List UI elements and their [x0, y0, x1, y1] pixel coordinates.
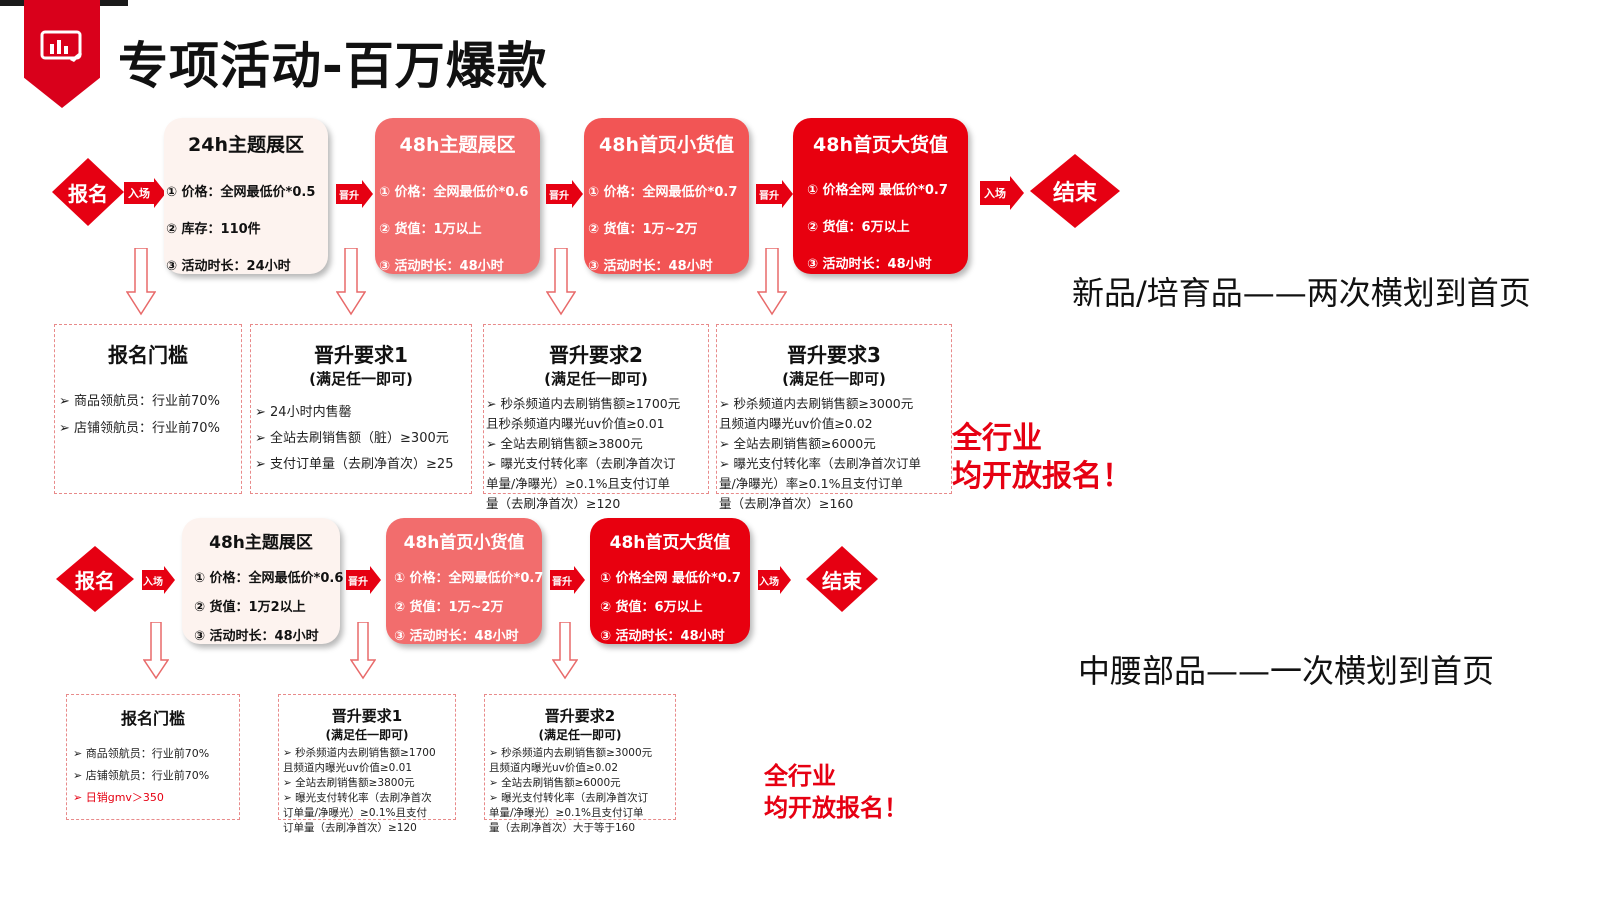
logo-flag [24, 0, 100, 108]
requirement-box: 晋升要求3 (满足任一即可) ➢ 秒杀频道内去刷销售额≥3000元 且频道内曝光… [716, 324, 952, 511]
down-arrow-icon [546, 248, 576, 316]
down-arrow-icon [552, 622, 578, 680]
arrow-promote: 晋升 [346, 566, 381, 594]
down-arrow-icon [143, 622, 169, 680]
requirement-box: 晋升要求1 (满足任一即可) ➢ 秒杀频道内去刷销售额≥1700 且频道内曝光u… [278, 694, 456, 834]
arrow-promote: 晋升 [756, 180, 793, 208]
requirement-box: 晋升要求2 (满足任一即可) ➢ 秒杀频道内去刷销售额≥3000元 且频道内曝光… [484, 694, 676, 834]
stage-card: 48h主题展区 ① 价格：全网最低价*0.6 ② 货值：1万以上 ③ 活动时长：… [375, 118, 540, 274]
stage-card: 48h首页小货值 ① 价格：全网最低价*0.7 ② 货值：1万~2万 ③ 活动时… [386, 518, 543, 644]
stage-card: 48h首页小货值 ① 价格：全网最低价*0.7 ② 货值：1万~2万 ③ 活动时… [584, 118, 749, 274]
requirement-box: 报名门槛 ➢ 商品领航员：行业前70% ➢ 店铺领航员：行业前70% ➢ 日销g… [66, 694, 240, 820]
presentation-chart-icon [40, 30, 82, 62]
arrow-promote: 晋升 [546, 180, 583, 208]
requirement-box: 晋升要求2 (满足任一即可) ➢ 秒杀频道内去刷销售额≥1700元 且秒杀频道内… [483, 324, 709, 511]
start-diamond: 报名 [56, 546, 134, 612]
end-diamond: 结束 [1030, 154, 1120, 228]
start-diamond: 报名 [52, 158, 124, 226]
arrow-enter: 入场 [980, 176, 1024, 210]
down-arrow-icon [757, 248, 787, 316]
arrow-enter: 入场 [142, 566, 175, 594]
stage-card: 48h首页大货值 ① 价格全网 最低价*0.7 ② 货值：6万以上 ③ 活动时长… [590, 518, 750, 644]
category-label: 新品/培育品——两次横划到首页 [1072, 274, 1531, 312]
category-label: 中腰部品——一次横划到首页 [1078, 652, 1495, 690]
arrow-enter: 入场 [124, 178, 166, 208]
stage-card: 48h主题展区 ① 价格：全网最低价*0.6 ② 货值：1万2以上 ③ 活动时长… [182, 518, 343, 644]
arrow-promote: 晋升 [336, 180, 373, 208]
requirement-box: 晋升要求1 (满足任一即可) ➢ 24小时内售罄 ➢ 全站去刷销售额（脏）≥30… [250, 324, 472, 494]
open-registration-callout: 全行业 均开放报名！ [764, 762, 908, 822]
arrow-enter: 入场 [758, 566, 791, 594]
arrow-promote: 晋升 [550, 566, 585, 594]
down-arrow-icon [126, 248, 156, 316]
page-title: 专项活动-百万爆款 [118, 37, 548, 95]
requirement-box: 报名门槛 ➢ 商品领航员：行业前70% ➢ 店铺领航员：行业前70% [54, 324, 242, 494]
open-registration-callout: 全行业 均开放报名！ [952, 421, 1132, 494]
down-arrow-icon [336, 248, 366, 316]
stage-card: 24h主题展区 ① 价格：全网最低价*0.5 ② 库存：110件 ③ 活动时长：… [164, 118, 328, 274]
down-arrow-icon [350, 622, 376, 680]
end-diamond: 结束 [806, 546, 878, 612]
stage-card: 48h首页大货值 ① 价格全网 最低价*0.7 ② 货值：6万以上 ③ 活动时长… [793, 118, 968, 274]
